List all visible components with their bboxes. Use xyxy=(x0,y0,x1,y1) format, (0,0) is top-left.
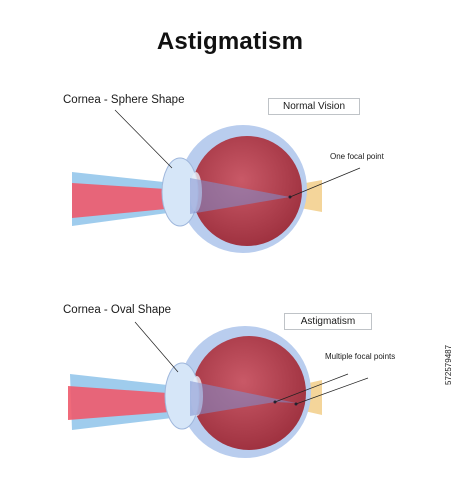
normal-eye xyxy=(72,109,361,253)
normal-focal-label: One focal point xyxy=(330,152,384,161)
normal-cornea-label: Cornea - Sphere Shape xyxy=(63,94,185,106)
astig-cornea-label: Cornea - Oval Shape xyxy=(63,304,172,316)
astigmatism-eye xyxy=(68,321,369,458)
astig-eyeball xyxy=(192,336,306,450)
watermark-id: 572579487 xyxy=(444,344,453,385)
astig-focal-label: Multiple focal points xyxy=(325,352,396,361)
page-title: Astigmatism xyxy=(156,28,304,55)
normal-inner-beam xyxy=(190,178,290,214)
astigmatism-tag: Astigmatism xyxy=(284,313,372,330)
astig-inner-beam xyxy=(190,381,296,416)
astig-focal-leader-2 xyxy=(295,377,369,405)
normal-cornea-leader xyxy=(114,109,173,169)
normal-focal-leader xyxy=(289,167,361,198)
astig-focal-leader-1 xyxy=(274,373,349,403)
normal-vision-tag: Normal Vision xyxy=(268,98,360,115)
astig-cornea-leader xyxy=(134,321,179,373)
